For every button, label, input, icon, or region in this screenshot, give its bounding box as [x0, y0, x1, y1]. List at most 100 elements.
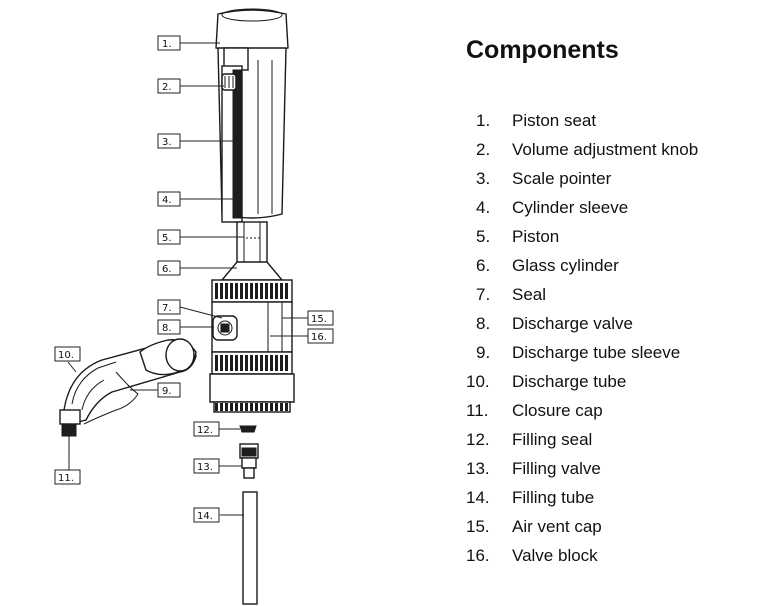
ring-ridge	[235, 403, 238, 411]
component-name: Seal	[512, 285, 547, 304]
ring-ridge	[225, 355, 228, 371]
ring-ridge	[215, 403, 218, 411]
callout-2: 2.	[157, 78, 181, 94]
component-item: 1.Piston seat	[466, 108, 698, 137]
component-name: Filling tube	[512, 488, 595, 507]
component-name: Cylinder sleeve	[512, 198, 629, 217]
ring-ridge	[245, 355, 248, 371]
ring-ridge	[260, 403, 263, 411]
component-number: 3.	[476, 169, 491, 188]
ring-ridge	[215, 283, 218, 299]
component-name: Discharge tube sleeve	[512, 343, 681, 362]
callout-15-label: 15.	[311, 314, 327, 325]
volume-knob	[221, 73, 237, 91]
ring-ridge	[220, 355, 223, 371]
component-item: 8.Discharge valve	[466, 311, 698, 340]
ring-ridge	[225, 283, 228, 299]
component-number: 8.	[476, 314, 491, 333]
upper-ring	[211, 279, 293, 303]
glass-cylinder	[220, 261, 284, 281]
callout-6-label: 6.	[162, 264, 172, 275]
callout-10: 10.	[54, 346, 81, 362]
component-number: 5.	[476, 227, 491, 246]
callout-5: 5.	[157, 229, 181, 245]
ring-ridge	[240, 403, 243, 411]
component-item: 5.Piston	[466, 224, 698, 253]
component-item: 6. Glass cylinder	[466, 253, 698, 282]
callout-1: 1.	[157, 35, 181, 51]
component-item: 11.Closure cap	[466, 398, 698, 427]
callout-12: 12.	[193, 421, 220, 437]
ring-ridge	[265, 403, 268, 411]
ring-ridge	[245, 283, 248, 299]
component-number: 9.	[476, 343, 491, 362]
discharge-tube-assembly	[59, 338, 197, 460]
component-number: 7.	[476, 285, 491, 304]
callout-1-label: 1.	[162, 39, 172, 50]
ring-ridge	[280, 283, 283, 299]
ring-ridge	[285, 403, 288, 411]
callout-9: 9.	[157, 382, 181, 398]
ring-ridge	[270, 355, 273, 371]
ring-ridge	[270, 403, 273, 411]
bottom-housing	[209, 373, 295, 413]
component-item: 13.Filling valve	[466, 456, 698, 485]
component-number: 2.	[476, 140, 491, 159]
ring-ridge	[250, 283, 253, 299]
ring-ridge	[220, 283, 223, 299]
ring-ridge	[255, 403, 258, 411]
component-number: 14.	[466, 488, 490, 507]
component-number: 6.	[476, 256, 491, 275]
ring-ridge	[230, 283, 233, 299]
callout-11-label: 11.	[58, 473, 74, 484]
component-item: 15.Air vent cap	[466, 514, 698, 543]
component-name: Filling seal	[512, 430, 593, 449]
callout-4-label: 4.	[162, 195, 172, 206]
ring-ridge	[215, 355, 218, 371]
callout-9-label: 9.	[162, 386, 172, 397]
component-number: 12.	[466, 430, 490, 449]
callout-6: 6.	[157, 260, 181, 276]
component-item: 2.Volume adjustment knob	[466, 137, 698, 166]
ring-ridge	[275, 355, 278, 371]
component-item: 3.Scale pointer	[466, 166, 698, 195]
callout-3: 3.	[157, 133, 181, 149]
component-item: 9. Discharge tube sleeve	[466, 340, 698, 369]
callout-14-label: 14.	[197, 511, 213, 522]
piston-seat	[215, 8, 289, 53]
ring-ridge	[275, 403, 278, 411]
filling-seal	[239, 425, 257, 433]
callout-7-label: 7.	[162, 303, 172, 314]
component-name: Filling valve	[512, 459, 601, 478]
discharge-valve	[212, 315, 238, 341]
component-name: Closure cap	[512, 401, 603, 420]
callout-11: 11.	[54, 469, 81, 485]
ring-ridge	[285, 283, 288, 299]
callout-2-label: 2.	[162, 82, 172, 93]
component-name: Discharge tube	[512, 372, 627, 391]
filling-tube	[242, 491, 258, 605]
ring-ridge	[280, 403, 283, 411]
ring-ridge	[285, 355, 288, 371]
callout-8-label: 8.	[162, 323, 172, 334]
callout-8: 8.	[157, 319, 181, 335]
component-name: Glass cylinder	[512, 256, 619, 275]
component-item: 16.Valve block	[466, 543, 698, 572]
ring-ridge	[260, 283, 263, 299]
component-item: 14. Filling tube	[466, 485, 698, 514]
callout-13: 13.	[193, 458, 220, 474]
ring-ridge	[240, 283, 243, 299]
ring-ridge	[220, 403, 223, 411]
component-item: 12. Filling seal	[466, 427, 698, 456]
component-item: 7. Seal	[466, 282, 698, 311]
ring-ridge	[240, 355, 243, 371]
component-item: 10.Discharge tube	[466, 369, 698, 398]
components-title: Components	[466, 36, 619, 64]
ring-ridge	[235, 283, 238, 299]
component-name: Piston seat	[512, 111, 597, 130]
filling-valve	[239, 443, 259, 479]
callout-16-label: 16.	[311, 332, 327, 343]
callout-7: 7.	[157, 299, 181, 315]
ring-ridge	[250, 355, 253, 371]
